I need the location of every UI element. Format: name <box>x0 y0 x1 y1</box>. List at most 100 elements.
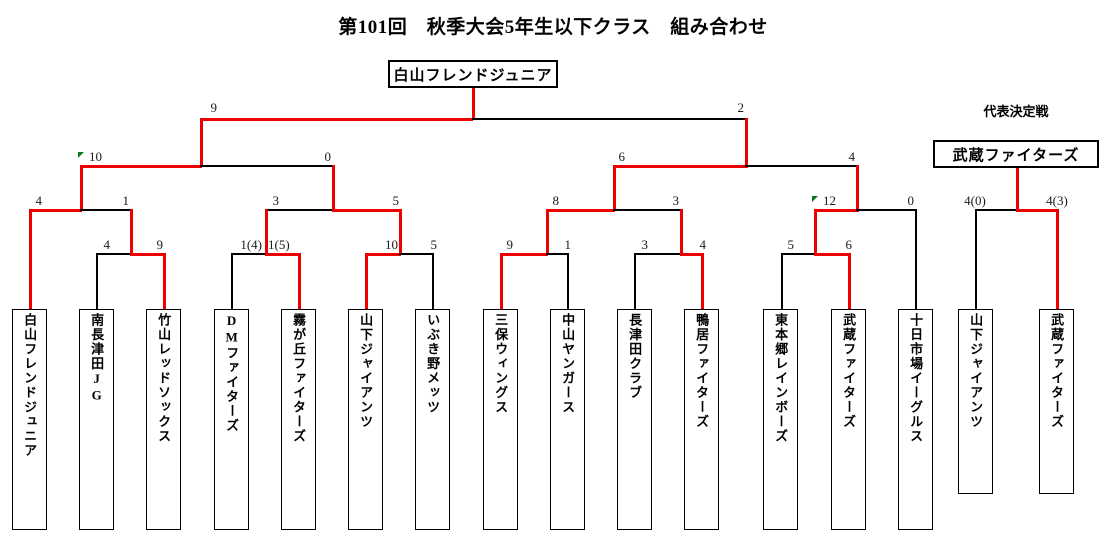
team-box: 山下ジャイアンツ <box>348 309 383 530</box>
r1e-leg-right <box>701 253 704 309</box>
score-r1a-left: 4 <box>103 237 111 252</box>
score-q1-left: 4 <box>35 193 43 208</box>
r1c-bar-black <box>399 253 434 255</box>
score-r1c-left: 10 <box>385 237 398 252</box>
seed-marker-icon-left <box>78 152 84 158</box>
team-name: 山下ジャイアンツ <box>968 313 984 429</box>
score-r1f-right: 6 <box>845 237 853 252</box>
team-name: 三保ウィングス <box>493 313 509 415</box>
r1c-leg-right <box>432 253 434 309</box>
r1a-bar-red <box>130 253 165 256</box>
playoff-winner-box: 武蔵ファイターズ <box>933 140 1099 168</box>
score-q4-right: 0 <box>907 193 915 208</box>
semi-right-bar-black <box>745 165 857 167</box>
playoff-bar-red <box>1016 209 1058 212</box>
r1f-leg-right <box>848 253 851 309</box>
playoff-section-label: 代表決定戦 <box>983 104 1049 119</box>
score-r1e-right: 4 <box>699 237 707 252</box>
r1b-bar-black <box>231 253 267 255</box>
q2-leg-left <box>265 209 268 253</box>
score-r1b-left: 1(4) <box>240 237 262 252</box>
team-box: DMファイターズ <box>214 309 249 530</box>
team-name: DMファイターズ <box>224 313 240 433</box>
team-name: いぶき野メッツ <box>425 313 441 415</box>
team-box: 三保ウィングス <box>483 309 518 530</box>
q1-bar-black <box>80 209 131 211</box>
team-box: 中山ヤンガース <box>550 309 585 530</box>
score-semi-left: 10 <box>89 149 102 164</box>
q3-leg-left <box>546 209 549 253</box>
r1a-leg-left <box>96 253 98 309</box>
team-box: 竹山レッドソックス <box>146 309 181 530</box>
q3-bar-red <box>546 209 615 212</box>
score-q4-left: 12 <box>823 193 836 208</box>
q1-leg-left <box>29 209 32 309</box>
team-name: 白山フレンドジュニア <box>22 313 38 458</box>
q4-bar-red <box>814 209 859 212</box>
team-box: 東本郷レインボーズ <box>763 309 798 530</box>
q4-bar-black <box>856 209 916 211</box>
q2-bar-black <box>265 209 334 211</box>
r1f-bar-black <box>781 253 817 255</box>
team-name: 武蔵ファイターズ <box>1049 313 1065 429</box>
score-q1-right: 1 <box>122 193 130 208</box>
r1b-leg-right <box>298 253 301 309</box>
score-q3-left: 8 <box>552 193 560 208</box>
team-name: 長津田クラブ <box>627 313 643 400</box>
playoff-team-box: 武蔵ファイターズ <box>1039 309 1074 494</box>
team-name: 東本郷レインボーズ <box>773 313 789 444</box>
score-q3-right: 3 <box>672 193 680 208</box>
final-bar-left <box>200 118 473 121</box>
semi-left-bar-black <box>200 165 333 167</box>
team-name: 竹山レッドソックス <box>156 313 172 444</box>
team-box: 霧が丘ファイターズ <box>281 309 316 530</box>
q3-leg-right <box>680 209 683 253</box>
r1a-bar-black <box>96 253 132 255</box>
team-name: 山下ジャイアンツ <box>358 313 374 429</box>
score-q2-right: 5 <box>392 193 400 208</box>
semi-right-leg-right <box>856 165 859 209</box>
champion-box: 白山フレンドジュニア <box>388 60 558 88</box>
page-title: 第101回 秋季大会5年生以下クラス 組み合わせ <box>338 17 768 38</box>
team-name: 鴨居ファイターズ <box>694 313 710 429</box>
playoff-leg-right <box>1056 209 1059 309</box>
champion-stem <box>472 88 475 118</box>
team-box: 長津田クラブ <box>617 309 652 530</box>
final-leg-left <box>200 118 203 165</box>
r1b-leg-left <box>231 253 233 309</box>
r1f-bar-red <box>814 253 849 256</box>
team-box: 十日市場イーグルス <box>898 309 933 530</box>
score-semi-right-right: 4 <box>848 149 856 164</box>
semi-left-leg-right <box>332 165 335 209</box>
r1e-bar-red <box>680 253 703 256</box>
team-name: 南長津田JG <box>89 313 105 404</box>
r1a-leg-right <box>163 253 166 309</box>
r1d-leg-left <box>500 253 503 309</box>
q2-bar-red <box>332 209 400 212</box>
semi-left-leg-left <box>80 165 83 209</box>
seed-marker-icon-right <box>812 196 818 202</box>
final-bar-right <box>472 118 746 120</box>
q4-leg-right <box>915 209 917 309</box>
r1d-leg-right <box>567 253 569 309</box>
team-name: 中山ヤンガース <box>560 313 576 415</box>
score-r1a-right: 9 <box>156 237 164 252</box>
semi-right-bar-red <box>613 165 748 168</box>
score-r1b-right: 1(5) <box>268 237 290 252</box>
r1d-bar-red <box>500 253 548 256</box>
final-leg-right <box>745 118 748 165</box>
score-playoff-left: 4(0) <box>964 193 986 208</box>
q4-leg-left <box>814 209 817 253</box>
playoff-team-box: 山下ジャイアンツ <box>958 309 993 494</box>
score-semi-left-right: 0 <box>324 149 332 164</box>
score-playoff-right: 4(3) <box>1046 193 1068 208</box>
q1-leg-right <box>130 209 133 253</box>
score-final-left: 9 <box>210 100 218 115</box>
r1d-bar-black <box>546 253 569 255</box>
score-r1f-left: 5 <box>787 237 795 252</box>
team-box: 白山フレンドジュニア <box>12 309 47 530</box>
playoff-leg-left <box>975 209 977 309</box>
score-q2-left: 3 <box>272 193 280 208</box>
r1f-leg-left <box>781 253 783 309</box>
semi-right-leg-left <box>613 165 616 209</box>
